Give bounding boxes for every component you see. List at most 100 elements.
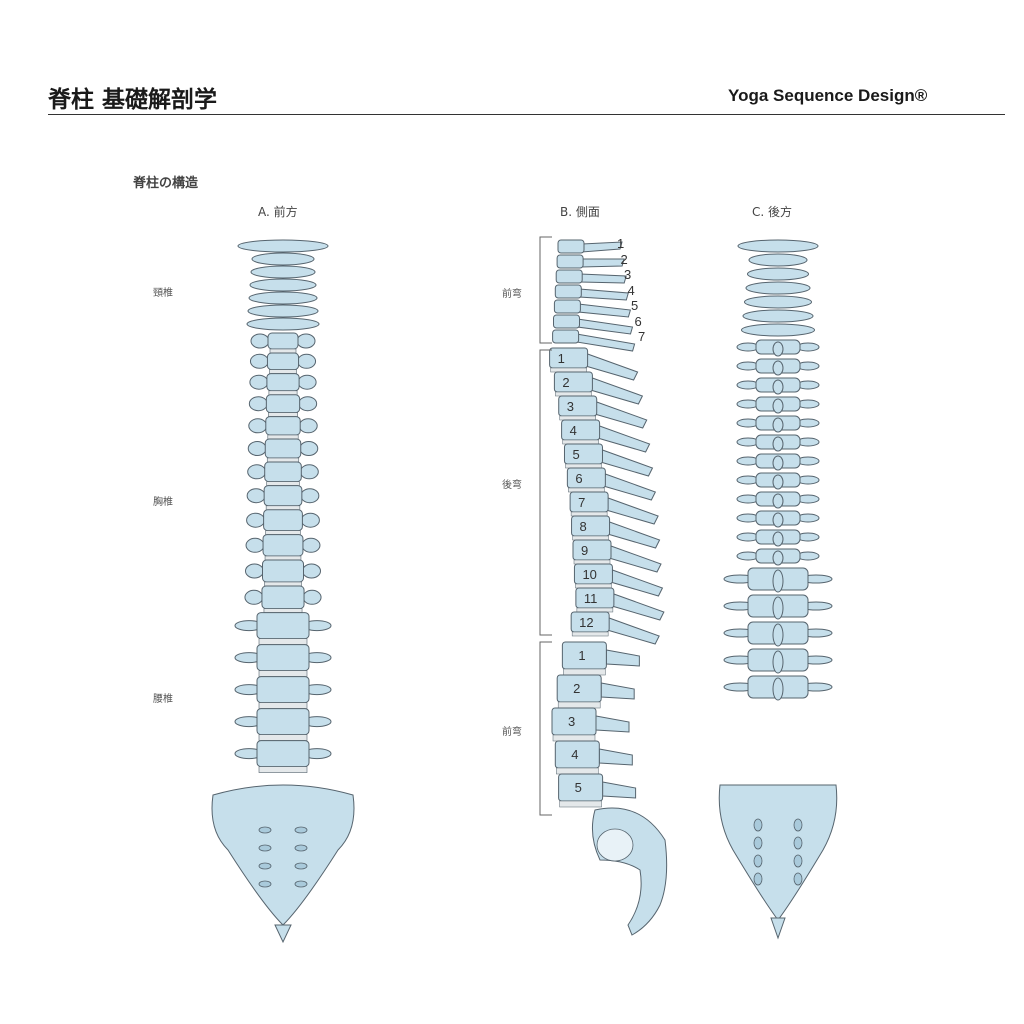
intervertebral-disc: [268, 390, 298, 396]
vertebra-number: 9: [581, 543, 589, 558]
intervertebral-disc: [570, 511, 608, 517]
lumbar-spinous-process: [598, 748, 633, 766]
intervertebral-disc: [269, 348, 297, 354]
cervical-spinous-process: [581, 241, 623, 253]
cervical-vertebra-front: [249, 278, 317, 292]
spinous-process: [772, 360, 784, 376]
cervical-vertebra-lateral: [553, 299, 581, 314]
thoracic-spinous-process: [597, 425, 651, 453]
transverse-process-left: [244, 589, 264, 605]
thoracic-spinous-process: [585, 353, 639, 381]
cervical-vertebra-lateral: [555, 269, 583, 284]
intervertebral-disc: [266, 457, 300, 463]
lumbar-vertebra-front: [256, 708, 310, 736]
thoracic-spinous-process: [602, 473, 657, 501]
cervical-vertebra-front: [250, 265, 316, 279]
sacral-foramen: [753, 836, 763, 850]
transverse-process-right: [297, 353, 317, 369]
thoracic-spinous-process: [606, 521, 661, 549]
transverse-process-right: [302, 589, 322, 605]
spinous-process: [772, 677, 784, 701]
lumbar-spinous-process: [595, 715, 630, 733]
vertebra-number: 6: [575, 471, 583, 486]
intervertebral-disc: [268, 412, 298, 417]
spinous-process: [772, 650, 784, 674]
spinous-process: [772, 596, 784, 620]
transverse-process-left: [247, 464, 267, 480]
figure-subtitle: 脊柱の構造: [133, 176, 199, 191]
intervertebral-disc: [568, 487, 605, 493]
thoracic-spinous-process: [609, 569, 664, 597]
coccyx-back: [770, 917, 786, 940]
transverse-process-left: [246, 512, 266, 528]
intervertebral-disc: [264, 581, 302, 587]
thoracic-spinous-process: [599, 449, 654, 477]
sacral-foramen: [793, 854, 803, 868]
spinous-process: [772, 379, 784, 395]
lumbar-vertebra-front: [256, 644, 310, 672]
thoracic-spinous-process: [589, 377, 644, 405]
cervical-vertebra-lateral: [557, 239, 585, 254]
brand-name: Yoga Sequence Design®: [728, 86, 928, 105]
sacrum-lateral: [591, 807, 668, 936]
cervical-vertebra-front: [246, 317, 320, 331]
curve-bracket: [539, 236, 552, 344]
cervical-spinous-process: [578, 288, 629, 301]
curve-bracket: [539, 349, 552, 636]
sacral-foramen: [258, 826, 272, 834]
thoracic-spinous-process: [606, 617, 660, 645]
transverse-process-right: [302, 563, 321, 579]
vertebra-number: 2: [620, 251, 628, 267]
lumbar-spinous-process: [605, 649, 640, 667]
spinous-process: [772, 531, 784, 547]
vertebra-number: 5: [572, 447, 580, 462]
lumbar-vertebra-front: [256, 612, 310, 640]
intervertebral-disc: [258, 702, 308, 709]
vertebra-number: 12: [579, 615, 594, 630]
sacral-foramen: [793, 818, 803, 832]
region-label-thoracic: 胸椎: [153, 497, 173, 508]
vertebra-number: 10: [582, 567, 597, 582]
transverse-process-left: [249, 374, 269, 390]
cervical-vertebra-back: [737, 239, 819, 253]
cervical-vertebra-back: [747, 267, 809, 281]
intervertebral-disc: [258, 638, 308, 645]
intervertebral-disc: [559, 415, 596, 421]
thoracic-vertebra-front: [267, 332, 299, 350]
intervertebral-disc: [556, 767, 599, 775]
cervical-vertebra-front: [237, 239, 329, 253]
vertebra-number: 1: [617, 236, 625, 251]
transverse-process-right: [298, 418, 318, 434]
vertebra-number: 11: [583, 591, 598, 606]
spinous-process: [772, 623, 784, 647]
transverse-process-left: [248, 418, 268, 434]
spinous-process: [772, 474, 784, 490]
thoracic-vertebra-lateral: [549, 347, 589, 369]
cervical-vertebra-back: [748, 253, 808, 267]
thoracic-vertebra-lateral: [561, 419, 601, 441]
vertebra-number: 7: [638, 329, 646, 344]
thoracic-vertebra-front: [265, 416, 301, 436]
thoracic-vertebra-front: [262, 534, 304, 557]
thoracic-spinous-process: [611, 593, 665, 621]
view-label-front: A. 前方: [258, 205, 298, 219]
thoracic-vertebra-front: [266, 352, 300, 371]
cervical-vertebra-front: [251, 252, 315, 266]
vertebra-number: 5: [631, 298, 639, 313]
lumbar-vertebra-front: [256, 676, 310, 704]
cervical-vertebra-front: [247, 304, 319, 318]
sacral-foramen: [753, 818, 763, 832]
vertebra-number: 3: [624, 267, 632, 282]
transverse-process-right: [299, 441, 319, 456]
cervical-spinous-process: [577, 303, 632, 318]
spinous-process: [772, 455, 784, 471]
vertebra-number: 3: [566, 399, 574, 414]
spinous-process: [772, 341, 784, 357]
cervical-spinous-process: [579, 273, 627, 284]
cervical-vertebra-front: [248, 291, 318, 305]
transverse-process-left: [245, 537, 265, 553]
intervertebral-disc: [552, 734, 596, 742]
vertebra-number: 2: [562, 375, 570, 390]
sacral-foramen: [258, 880, 272, 888]
